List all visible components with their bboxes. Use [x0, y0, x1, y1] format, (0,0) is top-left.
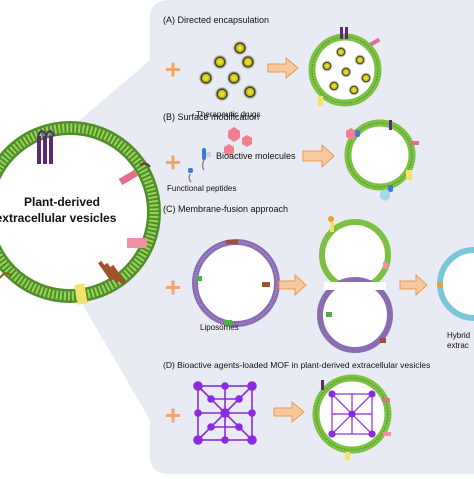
drug-particle-icon — [335, 46, 347, 58]
membrane-protein-icon — [118, 169, 138, 185]
arrow-right-icon — [302, 143, 335, 169]
plus-icon — [166, 408, 180, 423]
arrow-right-icon — [267, 56, 299, 80]
drug-particle-icon — [240, 54, 256, 70]
panel-c-caption-liposomes: Liposomes — [200, 323, 239, 332]
plus-icon — [166, 280, 180, 295]
drug-particle-icon — [198, 70, 214, 86]
drug-particle-icon — [226, 70, 242, 86]
drug-particle-icon — [360, 72, 372, 84]
plus-icon — [166, 62, 180, 77]
drug-particle-icon — [340, 66, 352, 78]
hybrid-vesicle — [437, 247, 474, 321]
mof-cage-icon — [193, 381, 257, 445]
fusing-vesicles — [317, 216, 393, 353]
plus-icon — [166, 155, 180, 170]
drug-particle-icon — [354, 54, 366, 66]
drug-particles — [198, 40, 258, 102]
panel-b-caption-molecules: Bioactive molecules — [216, 151, 296, 161]
panel-a-heading: (A) Directed encapsulation — [163, 15, 269, 25]
panel-a-caption: Therapeutic drugs — [196, 110, 260, 119]
membrane-protein-icon — [98, 260, 126, 286]
drug-particle-icon — [348, 84, 360, 96]
center-title-line2: extracellular vesicles — [0, 211, 117, 225]
functional-peptides — [188, 148, 211, 183]
arrow-right-icon — [399, 273, 428, 297]
membrane-protein-icon — [74, 283, 88, 305]
liposome-icon — [192, 239, 280, 327]
drug-particle-icon — [242, 84, 258, 100]
panel-c-caption-hybrid-2: extrac — [447, 341, 469, 350]
membrane-protein-icon — [369, 37, 381, 47]
panel-c-heading: (C) Membrane-fusion approach — [163, 204, 288, 214]
mof-loaded-vesicle — [312, 374, 392, 460]
center-title-line1: Plant-derived — [24, 195, 100, 209]
modified-vesicle-b — [344, 119, 419, 201]
drug-particle-icon — [328, 80, 340, 92]
drug-particle-icon — [214, 86, 230, 102]
bioactive-molecules — [224, 127, 252, 156]
membrane-protein-icon — [127, 238, 147, 248]
drug-particle-icon — [212, 54, 228, 70]
membrane-protein-icon — [340, 27, 343, 39]
drug-particle-icon — [321, 60, 333, 72]
drug-particle-icon — [232, 40, 248, 56]
panel-b-heading: (B) Surface modification — [163, 112, 259, 122]
arrow-right-icon — [278, 273, 307, 297]
panel-background — [150, 0, 474, 474]
central-vesicle: Plant-derived extracellular vesicles — [0, 121, 161, 305]
panel-d-heading: (D) Bioactive agents-loaded MOF in plant… — [163, 360, 430, 370]
loaded-vesicle-a — [308, 27, 382, 107]
arrow-right-icon — [273, 400, 305, 424]
panel-b-caption-peptides: Functional peptides — [167, 184, 236, 193]
panel-c-caption-hybrid-1: Hybrid — [447, 331, 470, 340]
membrane-protein-icon — [37, 130, 55, 164]
membrane-protein-icon — [318, 96, 323, 106]
